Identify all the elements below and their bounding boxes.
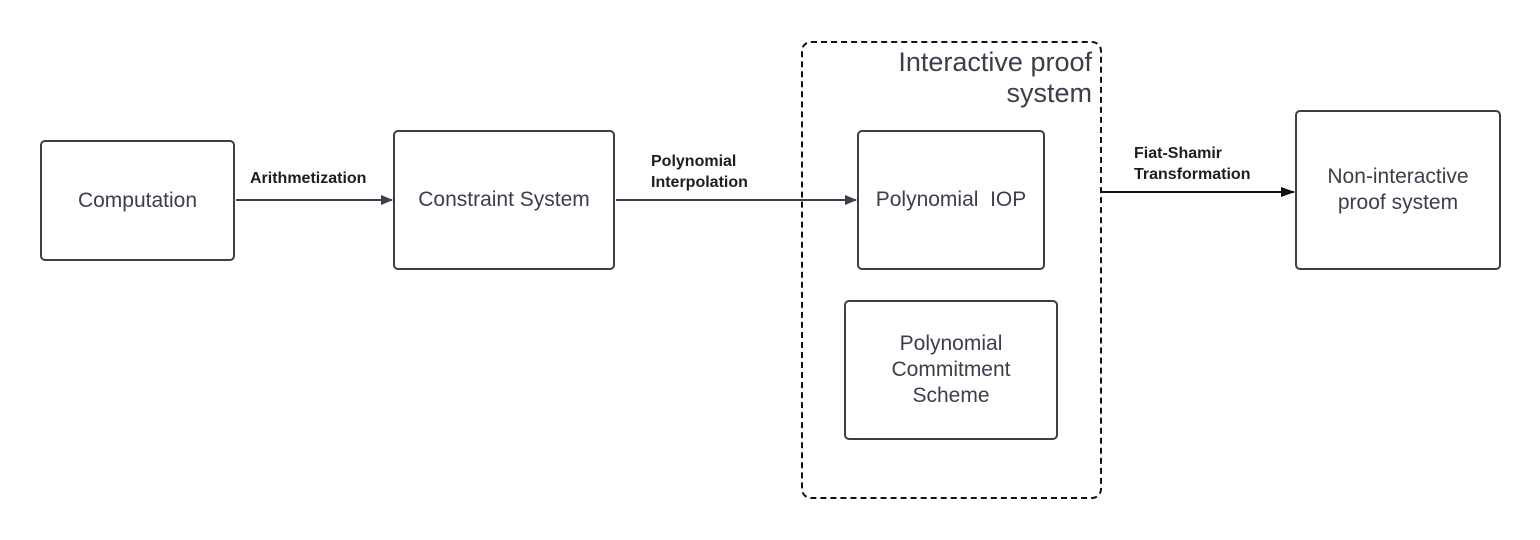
node-commitment-scheme[interactable]: Polynomial Commitment Scheme [844,300,1058,440]
node-non-interactive-proof-system[interactable]: Non-interactive proof system [1295,110,1501,270]
node-constraint-system[interactable]: Constraint System [393,130,615,270]
node-commitment-scheme-label: Polynomial Commitment Scheme [891,332,1011,407]
node-polynomial-iop-label: Polynomial IOP [875,188,1027,211]
interactive-proof-system-group: Interactive proof system [801,41,1102,499]
edge-label-arithmetization: Arithmetization [250,170,367,187]
node-polynomial-iop[interactable]: Polynomial IOP [857,130,1045,270]
node-computation[interactable]: Computation [40,140,235,261]
edge-label-fiat-shamir: Fiat-Shamir Transformation [1134,145,1251,183]
node-computation-label: Computation [77,188,198,212]
node-non-interactive-label: Non-interactive proof system [1327,165,1469,214]
edge-label-polynomial-interpolation: Polynomial Interpolation [651,153,748,191]
group-title: Interactive proof system [898,47,1092,108]
node-constraint-system-label: Constraint System [418,188,590,211]
